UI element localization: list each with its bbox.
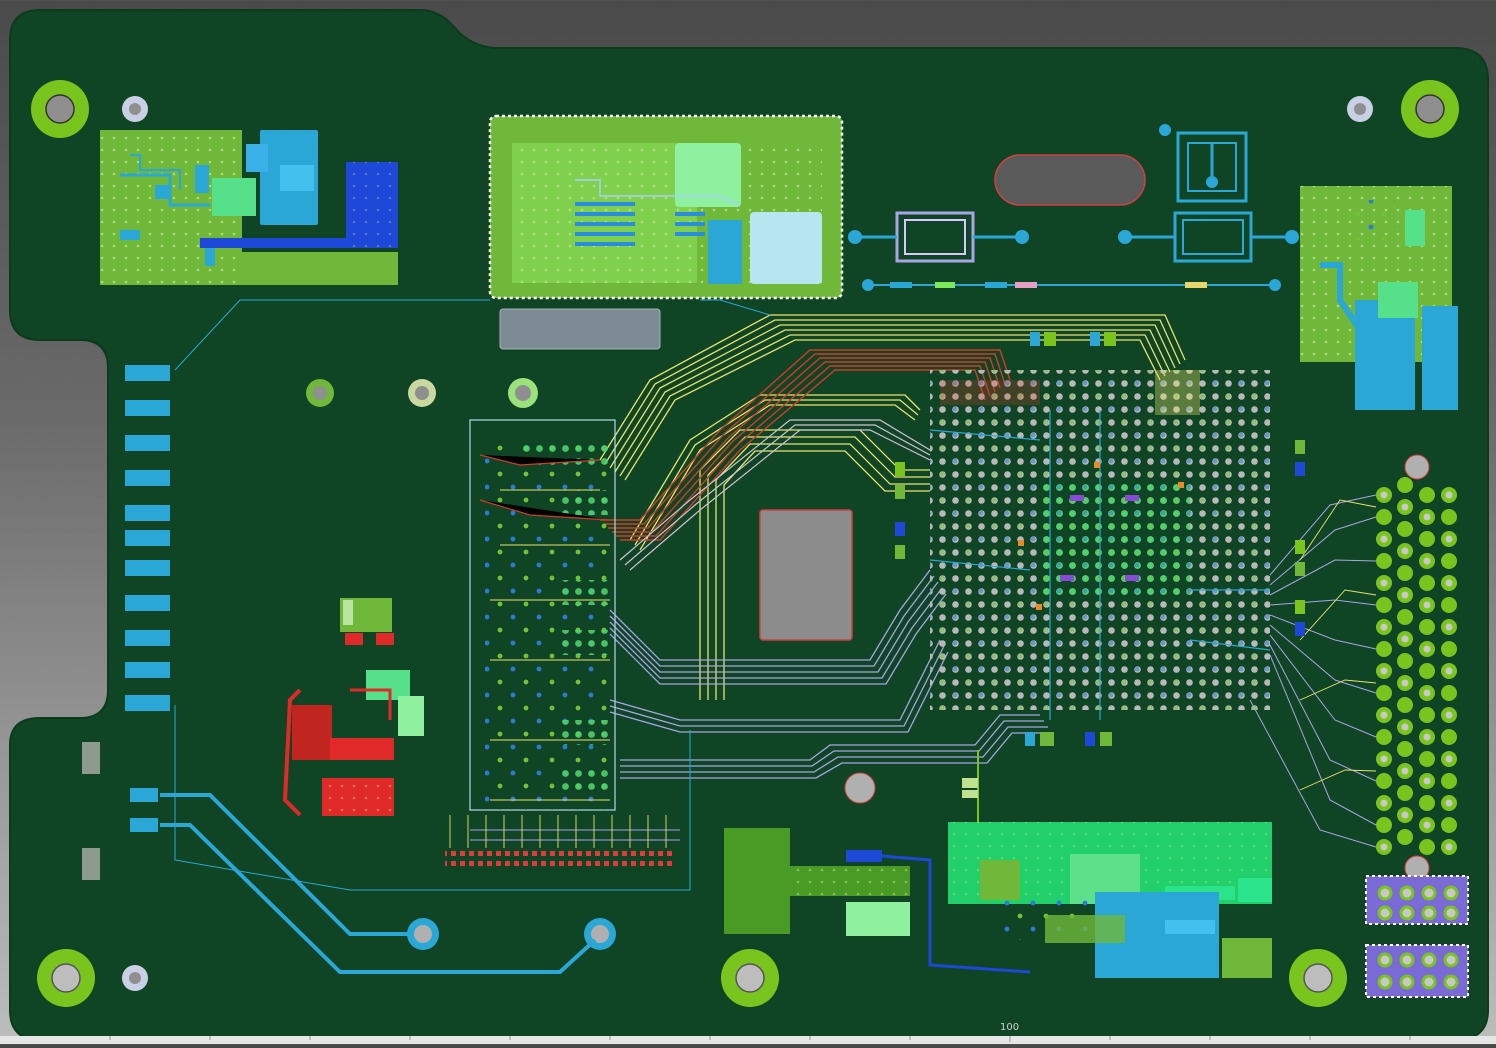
ruler-label: 100 <box>1000 1022 1020 1033</box>
keepout-slot-top <box>499 308 661 350</box>
right-connector-header <box>1249 477 1457 855</box>
memory-chip-cluster <box>469 419 680 841</box>
passive-components <box>895 332 1305 798</box>
trace-bundles <box>130 299 1186 974</box>
center-keepout <box>759 509 853 641</box>
power-module-top-right <box>1300 186 1458 410</box>
oval-keepout <box>994 154 1146 206</box>
power-module-top-left <box>100 130 398 285</box>
power-module-bottom-right <box>948 750 1272 978</box>
slot-left-1 <box>82 742 100 774</box>
mounting-holes <box>31 80 1459 1007</box>
slot-left-2 <box>82 848 100 880</box>
bottom-ruler <box>0 1036 1496 1044</box>
left-esd-array <box>125 365 170 711</box>
power-module-bottom <box>724 828 1031 974</box>
bottom-pin-header <box>445 815 675 868</box>
main-bga-processor <box>929 370 1271 720</box>
rf-module-shield <box>488 114 844 300</box>
rf-couplers <box>848 124 1299 291</box>
jumper-header-bottom-right <box>1365 875 1469 998</box>
power-regulator-red <box>282 598 424 817</box>
